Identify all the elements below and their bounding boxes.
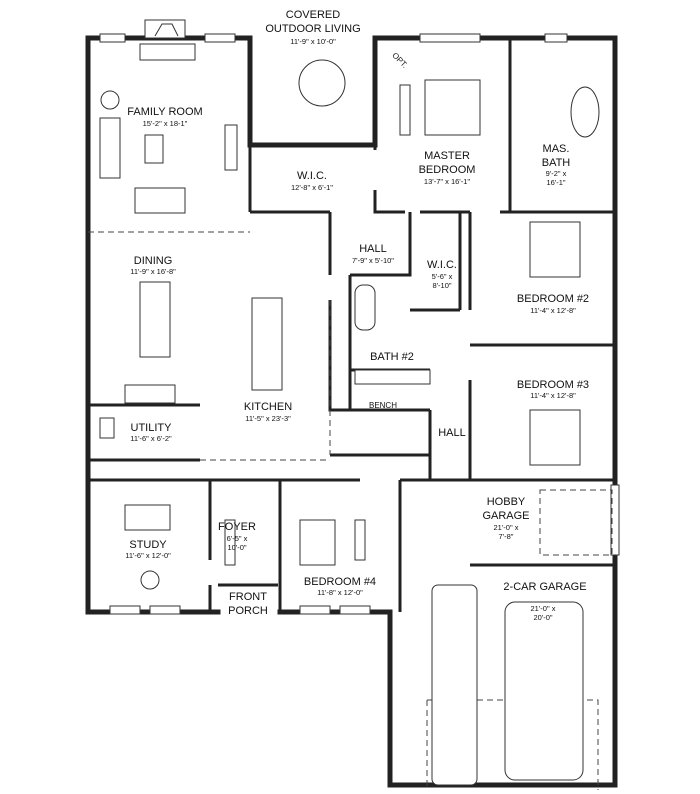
garage-dims: 21'-0" x — [531, 604, 556, 613]
furniture — [99, 59, 600, 786]
fireplace — [139, 19, 196, 61]
kitchen-island — [251, 297, 283, 391]
master-bath-dims-2: 16'-1" — [546, 178, 565, 187]
bedroom3-label: BEDROOM #3 — [517, 379, 589, 391]
wic-master-dims: 12'-8" x 6'-1" — [291, 183, 333, 192]
loveseat — [134, 187, 186, 214]
garage-label: 2-CAR GARAGE — [503, 581, 586, 593]
wic-master-label: W.I.C. — [297, 170, 327, 182]
kitchen-label: KITCHEN — [244, 401, 292, 413]
dashed-openings — [88, 231, 613, 790]
master-bath-label: MAS. — [543, 143, 570, 155]
bed-4 — [299, 519, 336, 566]
study-dims: 11'-6" x 12'-0" — [125, 551, 171, 560]
kitchen-dims: 11'-5" x 23'-3" — [245, 414, 291, 423]
hobby-garage-label: HOBBY — [487, 496, 526, 508]
covered-outdoor-label: COVERED — [286, 9, 340, 21]
bath2-label: BATH #2 — [370, 351, 414, 363]
sofa — [99, 117, 121, 179]
master-bath-label-2: BATH — [542, 157, 571, 169]
room-labels: COVERED OUTDOOR LIVING 11'-9" x 10'-0" F… — [125, 9, 589, 622]
garage-dims-2: 20'-0" — [533, 613, 552, 622]
bed-2 — [529, 221, 581, 278]
bathtub — [354, 284, 376, 331]
covered-outdoor-dims: 11'-9" x 10'-0" — [290, 37, 336, 46]
foyer-dims-2: 10'-0" — [227, 543, 246, 552]
front-porch-label: FRONT — [229, 591, 267, 603]
family-room-label: FAMILY ROOM — [127, 106, 202, 118]
hobby-garage-label-2: GARAGE — [482, 510, 529, 522]
hall-lower-label: HALL — [438, 427, 466, 439]
car — [504, 601, 584, 781]
wic-small-label: W.I.C. — [427, 259, 457, 271]
outdoor-table — [298, 59, 346, 107]
hall-upper-dims: 7'-9" x 5'-10" — [352, 256, 394, 265]
front-porch-label-2: PORCH — [228, 605, 268, 617]
master-bedroom-label: MASTER — [424, 150, 470, 162]
master-bath-dims: 9'-2" x — [546, 169, 567, 178]
covered-outdoor-label-2: OUTDOOR LIVING — [265, 23, 360, 35]
bedroom3-dims: 11'-4" x 12'-8" — [530, 391, 576, 400]
foyer-label: FOYER — [218, 521, 256, 533]
hall-upper-label: HALL — [359, 243, 387, 255]
coffee-table — [144, 134, 164, 164]
master-bed — [424, 79, 481, 136]
utility-label: UTILITY — [131, 422, 173, 434]
dining-table — [139, 281, 171, 358]
master-bedroom-label-2: BEDROOM — [419, 164, 476, 176]
hobby-garage-dims-2: 7'-8" — [499, 532, 514, 541]
bedroom2-dims: 11'-4" x 12'-8" — [530, 306, 576, 315]
opt-label: OPT. — [390, 51, 409, 70]
wic-small-dims-2: 8'-10" — [432, 281, 451, 290]
bedroom4-label: BEDROOM #4 — [304, 576, 376, 588]
hobby-garage-dims: 21'-0" x — [494, 523, 519, 532]
bedroom4-dims: 11'-8" x 12'-0" — [317, 588, 363, 597]
bed-3 — [529, 409, 581, 466]
study-label: STUDY — [129, 539, 167, 551]
family-room-dims: 15'-2" x 18-1" — [143, 119, 188, 128]
bench-label: BENCH — [369, 401, 397, 410]
master-bedroom-dims: 13'-7" x 16'-1" — [424, 177, 470, 186]
desk — [124, 504, 171, 531]
windows — [99, 33, 620, 615]
dining-label: DINING — [134, 255, 173, 267]
wic-small-dims: 5'-6" x — [432, 272, 453, 281]
dining-dims: 11'-9" x 16'-8" — [130, 267, 176, 276]
truck — [431, 584, 478, 786]
utility-dims: 11'-6" x 6'-2" — [130, 434, 172, 443]
tub — [570, 86, 600, 138]
foyer-dims: 6'-5" x — [227, 534, 248, 543]
bedroom2-label: BEDROOM #2 — [517, 293, 589, 305]
